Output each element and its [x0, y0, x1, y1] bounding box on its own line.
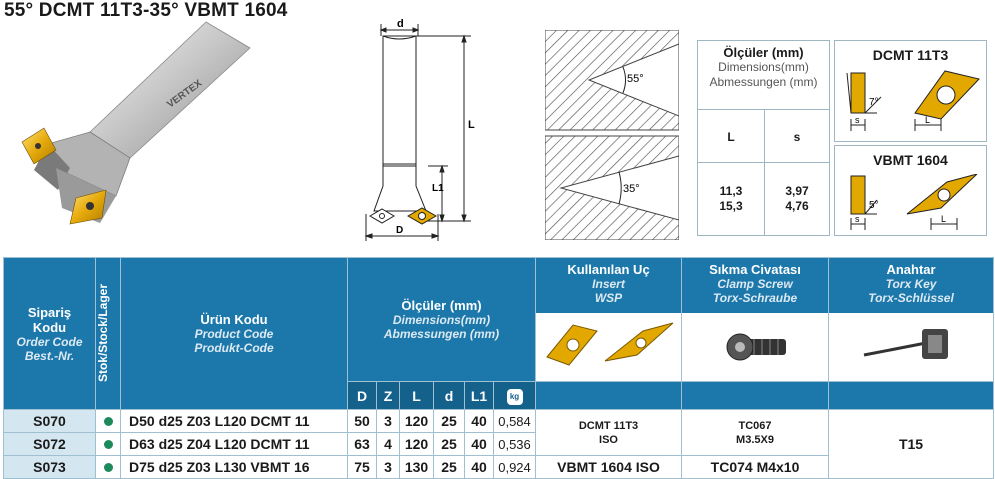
dim-col-header-L: L	[399, 381, 434, 410]
dim-s-value-1: 3,97	[785, 184, 809, 198]
col-header-torx-key: Anahtar Torx Key Torx-Schlüssel	[828, 257, 995, 382]
col-header-product-code: Ürün Kodu Product Code Produkt-Code	[120, 257, 348, 410]
dim-L1: 40	[464, 455, 494, 479]
screw-tc074-cell: TC074 M4x10	[681, 455, 830, 479]
angle-label-35: 35°	[623, 183, 640, 195]
col-header-insert: Kullanılan Uç Insert WSP	[535, 257, 683, 382]
tool-drawing: d L L1 D	[364, 18, 475, 241]
col-header-dimensions: Ölçüler (mm) Dimensions(mm) Abmessungen …	[346, 257, 537, 382]
dim-col-header-d: d	[433, 381, 465, 410]
col-header-stock: Stok/Stock/Lager	[95, 257, 121, 410]
dim-D: 63	[347, 432, 377, 456]
screw-icon	[726, 333, 787, 361]
insert-vbmt-diagram: 5° s L	[850, 174, 978, 230]
torx-key-cell: T15	[828, 409, 995, 479]
insert-thumbnail-icon	[545, 322, 673, 366]
dim-Z: 3	[376, 409, 400, 433]
dim-Z: 3	[376, 455, 400, 479]
dim-col-header-D: D	[347, 381, 377, 410]
dim-d: 25	[433, 432, 465, 456]
insert-dcmt-l: L	[925, 115, 930, 125]
dim-L: 130	[399, 455, 434, 479]
insert-vbmt-angle: 5°	[869, 200, 879, 211]
table-row[interactable]: S070 D50 d25 Z03 L120 DCMT 11 50 3 120 2…	[3, 409, 995, 479]
screw-tc067-cell: TC067 M3.5X9	[681, 409, 830, 456]
dim-box-sub2: Abmessungen (mm)	[709, 75, 818, 89]
dim-col-header-L1: L1	[464, 381, 494, 410]
weight-value: 0,536	[492, 432, 537, 456]
page-title: 55° DCMT 11T3-35° VBMT 1604	[4, 0, 288, 21]
col-header-order-code: Sipariş Kodu Order Code Best.-Nr.	[3, 257, 96, 410]
insert-dcmt-s: s	[855, 115, 860, 125]
insert-vbmt-cell: VBMT 1604 ISO	[535, 455, 683, 479]
insert-dcmt-diagram: 7° s L	[846, 70, 980, 131]
product-code: D63 d25 Z04 L120 DCMT 11	[120, 432, 348, 456]
dim-d: 25	[433, 455, 465, 479]
product-table: Sipariş Kodu Order Code Best.-Nr. Stok/S…	[3, 257, 995, 479]
weight-column-header: kg	[492, 381, 537, 410]
insert-vbmt-s: s	[855, 214, 860, 224]
weight-icon: kg	[506, 389, 523, 405]
dim-D: 50	[347, 409, 377, 433]
weight-value: 0,584	[492, 409, 537, 433]
product-code: D50 d25 Z03 L120 DCMT 11	[120, 409, 348, 433]
stock-indicator	[95, 432, 121, 456]
dim-L: 120	[399, 409, 434, 433]
dim-L1: 40	[464, 432, 494, 456]
order-code: S072	[3, 432, 96, 456]
dim-col-L: L	[727, 130, 735, 144]
dim-s-value-2: 4,76	[785, 199, 809, 213]
dim-label-L1: L1	[432, 183, 444, 194]
insert-dcmt-box: DCMT 11T3 7° s L	[834, 40, 987, 142]
dim-col-s: s	[793, 130, 801, 144]
stock-indicator	[95, 455, 121, 479]
dim-label-d: d	[397, 18, 404, 30]
dim-label-D: D	[396, 225, 403, 236]
weight-value: 0,924	[492, 455, 537, 479]
table-row[interactable]: S072 D63 d25 Z04 L120 DCMT 11 63 4 120 2…	[3, 432, 994, 456]
insert-dimensions-box: Ölçüler (mm) Dimensions(mm) Abmessungen …	[697, 40, 830, 236]
dim-L-value-2: 15,3	[719, 199, 743, 213]
col-header-clamp-screw: Sıkma Civatası Clamp Screw Torx-Schraube	[681, 257, 830, 382]
torx-key-icon	[863, 329, 949, 359]
dim-label-L: L	[468, 119, 475, 131]
dim-L-value-1: 11,3	[719, 184, 743, 198]
order-code: S073	[3, 455, 96, 479]
dim-col-header-Z: Z	[376, 381, 400, 410]
insert-dcmt-name: DCMT 11T3	[872, 47, 949, 63]
angle-label-55: 55°	[627, 73, 644, 85]
tool-photo: VERTEX	[21, 21, 251, 225]
insert-vbmt-name: VBMT 1604	[873, 152, 948, 168]
dim-L1: 40	[464, 409, 494, 433]
stock-indicator	[95, 409, 121, 433]
insert-vbmt-box: VBMT 1604 5° s L	[834, 145, 987, 236]
product-code: D75 d25 Z03 L130 VBMT 16	[120, 455, 348, 479]
dim-Z: 4	[376, 432, 400, 456]
insert-dcmt-cell: DCMT 11T3 ISO	[535, 409, 683, 456]
dim-D: 75	[347, 455, 377, 479]
dim-box-sub1: Dimensions(mm)	[718, 60, 809, 74]
dim-d: 25	[433, 409, 465, 433]
dim-box-title: Ölçüler (mm)	[723, 45, 804, 60]
insert-vbmt-l: L	[941, 214, 946, 224]
insert-dcmt-angle: 7°	[869, 97, 879, 108]
order-code: S070	[3, 409, 96, 433]
dim-L: 120	[399, 432, 434, 456]
angle-diagrams: 55° 35°	[545, 30, 679, 240]
